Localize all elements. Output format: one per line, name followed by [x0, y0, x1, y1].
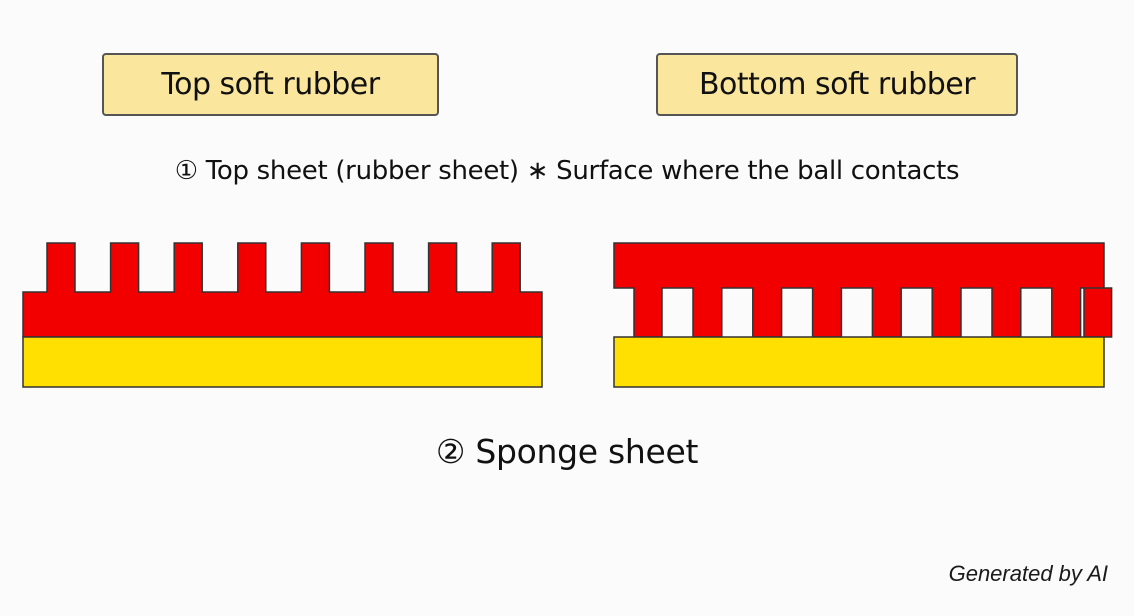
top-soft-rubber-label: Top soft rubber — [102, 53, 439, 116]
bottom-soft-rubber-label: Bottom soft rubber — [656, 53, 1018, 116]
watermark-text: Generated by AI — [948, 561, 1108, 586]
sponge-sheet-caption: ② Sponge sheet — [435, 432, 699, 471]
top-soft-rubber-cross-section — [22, 242, 543, 388]
bottom-soft-rubber-sponge — [613, 336, 1105, 388]
bottom-soft-rubber-cross-section — [613, 242, 1113, 388]
top-sheet-caption: ① Top sheet (rubber sheet) ∗ Surface whe… — [174, 156, 960, 186]
top-soft-rubber-sheet — [22, 242, 543, 338]
top-soft-rubber-sponge — [22, 336, 543, 388]
bottom-soft-rubber-sheet — [613, 242, 1113, 338]
